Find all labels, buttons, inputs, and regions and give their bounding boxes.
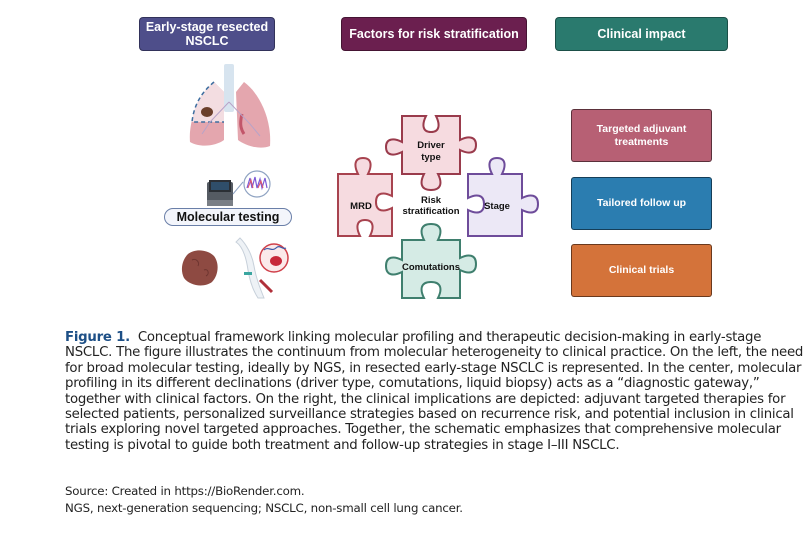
sequencer-icon: [207, 170, 271, 206]
comutations-label: Comutations: [402, 262, 460, 273]
risk-label-1: Risk: [421, 195, 442, 206]
header-early-stage-nsclc: Early-stage resected NSCLC: [139, 17, 275, 51]
impact-clinical-trials: Clinical trials: [571, 244, 712, 297]
figure-caption: Figure 1. Conceptual framework linking m…: [65, 330, 805, 453]
stage-label: Stage: [484, 201, 510, 212]
risk-stratification-puzzle: Driver type MRD Stage Comutations Risk s…: [337, 115, 540, 299]
impact-label: Tailored follow up: [596, 197, 687, 209]
header-clinical-impact: Clinical impact: [555, 17, 728, 51]
puzzle-piece-comutations: [384, 222, 478, 299]
figure-label: Figure 1.: [65, 330, 130, 345]
tumor-tissue-icon: [181, 250, 218, 286]
lungs-icon: [189, 64, 271, 148]
abbreviations-line: NGS, next-generation sequencing; NSCLC, …: [65, 501, 463, 515]
liquid-biopsy-icon: [235, 237, 289, 299]
caption-text: Conceptual framework linking molecular p…: [65, 330, 804, 453]
molecular-testing-label: Molecular testing: [164, 208, 292, 226]
driver-type-label-2: type: [421, 152, 441, 163]
driver-type-label-1: Driver: [417, 140, 445, 151]
impact-label-2: treatments: [614, 135, 669, 148]
source-line: Source: Created in https://BioRender.com…: [65, 484, 305, 498]
impact-label: Clinical trials: [608, 264, 675, 276]
risk-label-2: stratification: [402, 206, 459, 217]
impact-label-1: Targeted adjuvant: [596, 122, 687, 135]
header-risk-factors: Factors for risk stratification: [341, 17, 527, 51]
puzzle-piece-stage: [467, 156, 540, 237]
puzzle-piece-driver-type: [384, 115, 478, 192]
impact-tailored-follow-up: Tailored follow up: [571, 177, 712, 230]
mrd-label: MRD: [350, 201, 372, 212]
puzzle-piece-mrd: [337, 156, 393, 237]
